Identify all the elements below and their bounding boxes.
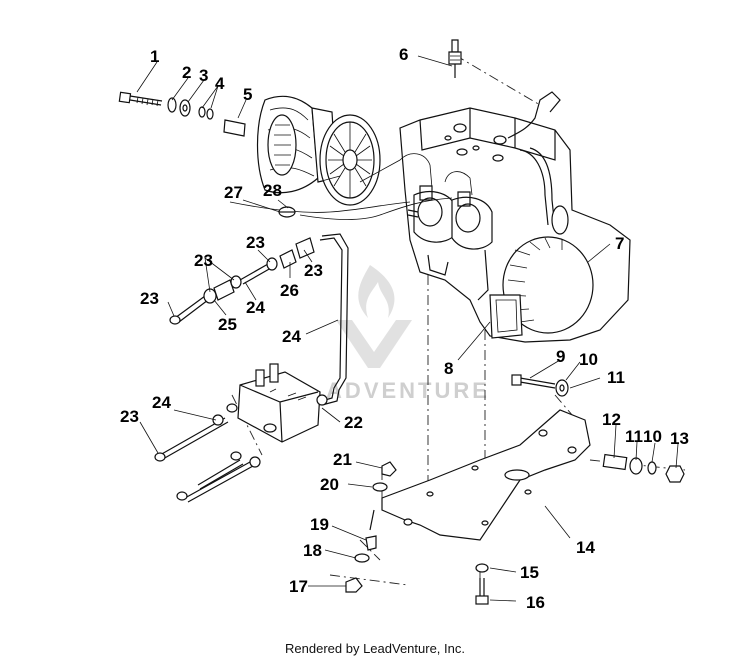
callout-24b: 24	[246, 298, 265, 317]
callout-22: 22	[344, 413, 363, 432]
callout-23d: 23	[246, 233, 265, 252]
callout-15: 15	[520, 563, 539, 582]
callouts: 1 2 3 4 5 6 7 8 9 10 11 12 11 10 13 14 1…	[120, 45, 689, 612]
callout-8: 8	[444, 359, 453, 378]
watermark-text: ADVENTURE	[326, 378, 490, 403]
callout-5: 5	[243, 85, 252, 104]
callout-7: 7	[615, 234, 624, 253]
callout-10a: 10	[579, 350, 598, 369]
callout-24a: 24	[152, 393, 171, 412]
engine-block	[399, 91, 631, 343]
callout-12: 12	[602, 410, 621, 429]
callout-6: 6	[399, 45, 408, 64]
callout-28: 28	[263, 181, 282, 200]
callout-2: 2	[182, 63, 191, 82]
callout-11a: 11	[607, 368, 625, 387]
spark-plug	[448, 39, 462, 78]
callout-19: 19	[310, 515, 329, 534]
callout-27: 27	[224, 183, 243, 202]
callout-13: 13	[670, 429, 689, 448]
footer-credit: Rendered by LeadVenture, Inc.	[285, 641, 465, 656]
callout-9: 9	[556, 347, 565, 366]
callout-23e: 23	[304, 261, 323, 280]
callout-25: 25	[218, 315, 237, 334]
fuel-lines	[154, 237, 315, 503]
right-fasteners	[511, 374, 685, 483]
callout-26: 26	[280, 281, 299, 300]
mounting-bolt-set	[118, 91, 246, 137]
callout-10b: 10	[643, 427, 662, 446]
callout-1: 1	[150, 47, 159, 66]
callout-18: 18	[303, 541, 322, 560]
callout-3: 3	[199, 66, 208, 85]
watermark-logo	[336, 265, 412, 368]
callout-23a: 23	[120, 407, 139, 426]
callout-17: 17	[289, 577, 308, 596]
callout-21: 21	[333, 450, 352, 469]
callout-4: 4	[215, 74, 225, 93]
cables	[229, 153, 473, 220]
callout-11b: 11	[625, 427, 643, 446]
leader-lines	[136, 55, 679, 602]
callout-23b: 23	[140, 289, 159, 308]
callout-20: 20	[320, 475, 339, 494]
callout-14: 14	[576, 538, 595, 557]
mounting-plate	[381, 409, 591, 541]
callout-16: 16	[526, 593, 545, 612]
lower-fasteners	[345, 461, 489, 605]
callout-23c: 23	[194, 251, 213, 270]
fuel-pump	[226, 233, 349, 443]
callout-24c: 24	[282, 327, 301, 346]
drive-clutch	[256, 95, 381, 206]
